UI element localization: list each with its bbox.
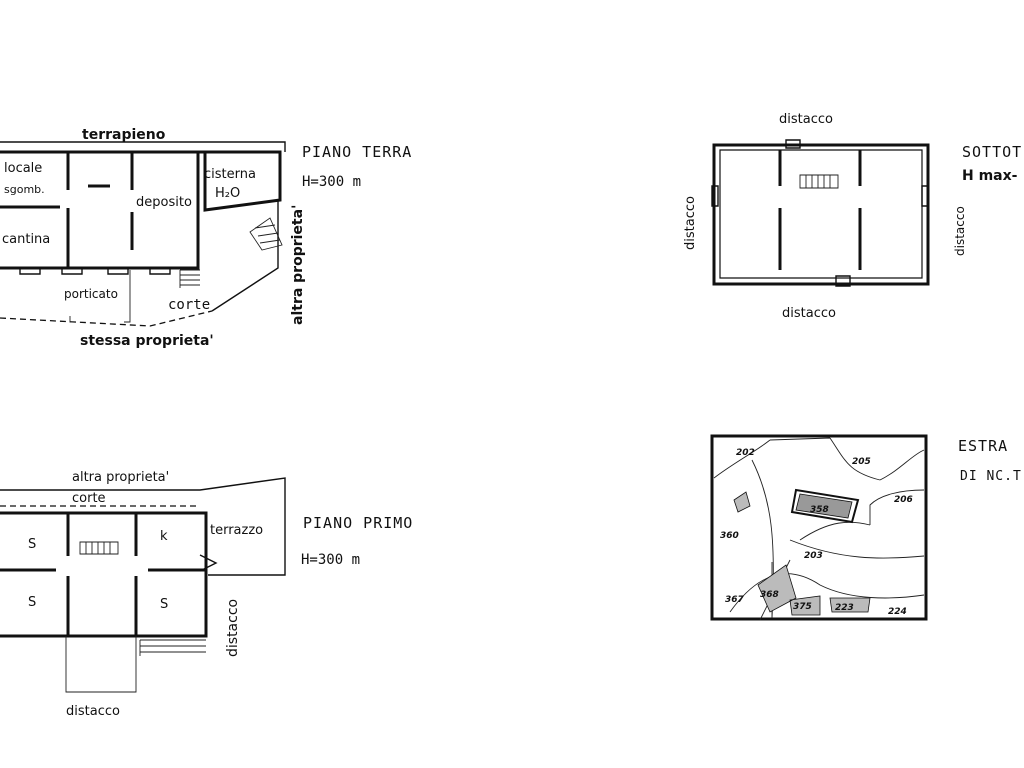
distacco-bottom-line [65, 636, 137, 693]
terrazzo-arrow [199, 554, 218, 572]
label-altra-proprieta: altra proprieta' [290, 205, 306, 325]
parcel-206: 206 [894, 495, 913, 505]
parcel-203: 203 [804, 551, 823, 561]
label-terrapieno: terrapieno [82, 127, 166, 143]
parcel-360: 360 [720, 531, 739, 541]
label-terrazzo: terrazzo [210, 523, 263, 538]
corte-boundary [0, 310, 213, 327]
sottotetto-label-right: distacco [953, 206, 967, 256]
sottotetto-outer-wall [712, 143, 930, 286]
piano-terra-title: PIANO TERRA [302, 143, 412, 161]
room-locale: locale [4, 161, 42, 176]
room-cisterna: cisterna [204, 167, 256, 182]
estratto-title: ESTRA [958, 437, 1008, 455]
estratto-frame [710, 434, 928, 621]
piano-terra-plan: locale sgomb. cisterna H₂O deposito cant… [0, 127, 412, 349]
parcel-367: 367 [725, 595, 745, 605]
piano-terra-height: H=300 m [302, 174, 361, 190]
room-sgomb: sgomb. [4, 183, 45, 196]
parcel-358: 358 [810, 505, 829, 515]
parcel-223: 223 [835, 603, 854, 613]
estratto-map: 202 205 206 360 203 367 368 375 223 224 … [710, 434, 1022, 621]
primo-room-a: S [28, 537, 36, 552]
label-stessa-proprieta: stessa proprieta' [80, 333, 214, 349]
parcel-368: 368 [760, 590, 779, 600]
room-h2o: H₂O [215, 186, 240, 201]
label-altra-proprieta-primo: altra proprieta' [72, 470, 169, 485]
estratto-hatched-parcels [733, 491, 871, 616]
sottotetto-height: H max- [962, 168, 1018, 184]
parcel-205: 205 [852, 457, 871, 467]
estratto-building-hatch [795, 493, 853, 519]
primo-outer-wall [0, 511, 208, 638]
sottotetto-openings [711, 139, 929, 287]
primo-room-d: S [160, 597, 168, 612]
sottotetto-inner-wall [719, 149, 923, 279]
label-corte-primo: corte [72, 491, 106, 506]
sottotetto-title: SOTTOT [962, 143, 1022, 161]
sottotetto-label-left: distacco [683, 196, 698, 250]
cisterna-box [198, 150, 282, 212]
estratto-boundary-1 [713, 437, 925, 481]
primo-stairs [79, 541, 119, 555]
label-distacco-bottom: distacco [66, 704, 120, 719]
primo-external-stairs [139, 639, 206, 656]
porticato-posts [69, 270, 131, 323]
sottotetto-plan: distacco distacco distacco distacco SOTT… [683, 112, 1022, 321]
sottotetto-label-bottom: distacco [782, 306, 836, 321]
estratto-building-outline [790, 488, 860, 524]
terrapieno-line [0, 141, 286, 152]
terra-outer-wall [0, 150, 200, 270]
terra-stairs [179, 217, 283, 288]
piano-primo-plan: S k S S altra proprieta' corte terrazzo … [0, 470, 413, 719]
label-porticato: porticato [64, 287, 118, 301]
room-cantina: cantina [2, 232, 50, 247]
label-corte: corte [168, 297, 210, 313]
label-distacco-right: distacco [225, 599, 241, 657]
parcel-202: 202 [736, 448, 755, 458]
primo-room-b: k [160, 529, 168, 544]
porticato-columns [19, 268, 171, 275]
parcel-224: 224 [888, 607, 907, 617]
altra-proprieta-line [0, 477, 286, 576]
piano-primo-height: H=300 m [301, 552, 360, 568]
room-deposito: deposito [136, 195, 192, 210]
sottotetto-label-top: distacco [779, 112, 833, 127]
estratto-subtitle: DI NC.T [960, 469, 1022, 484]
altra-proprieta-boundary [211, 200, 279, 312]
parcel-375: 375 [793, 602, 812, 612]
sottotetto-stairs [799, 174, 839, 189]
primo-room-c: S [28, 595, 36, 610]
piano-primo-title: PIANO PRIMO [303, 514, 413, 532]
estratto-road [729, 573, 925, 613]
